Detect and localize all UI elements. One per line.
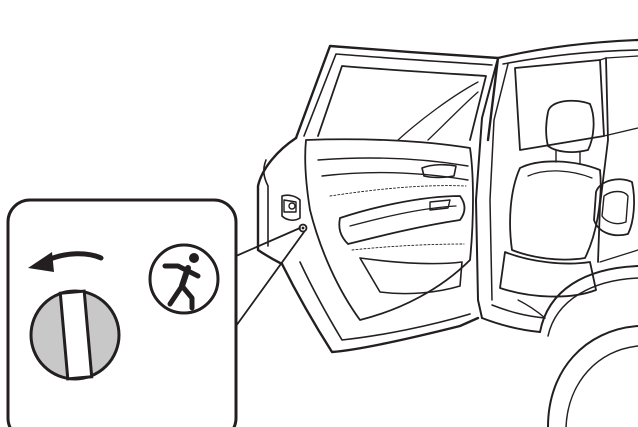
callout-lines <box>235 227 305 327</box>
curved-arrow-left-icon <box>28 251 104 272</box>
child-lock-symbol-icon <box>148 243 220 315</box>
rear-door <box>256 44 500 354</box>
car-body <box>475 38 638 427</box>
lock-knob-icon <box>29 289 121 381</box>
